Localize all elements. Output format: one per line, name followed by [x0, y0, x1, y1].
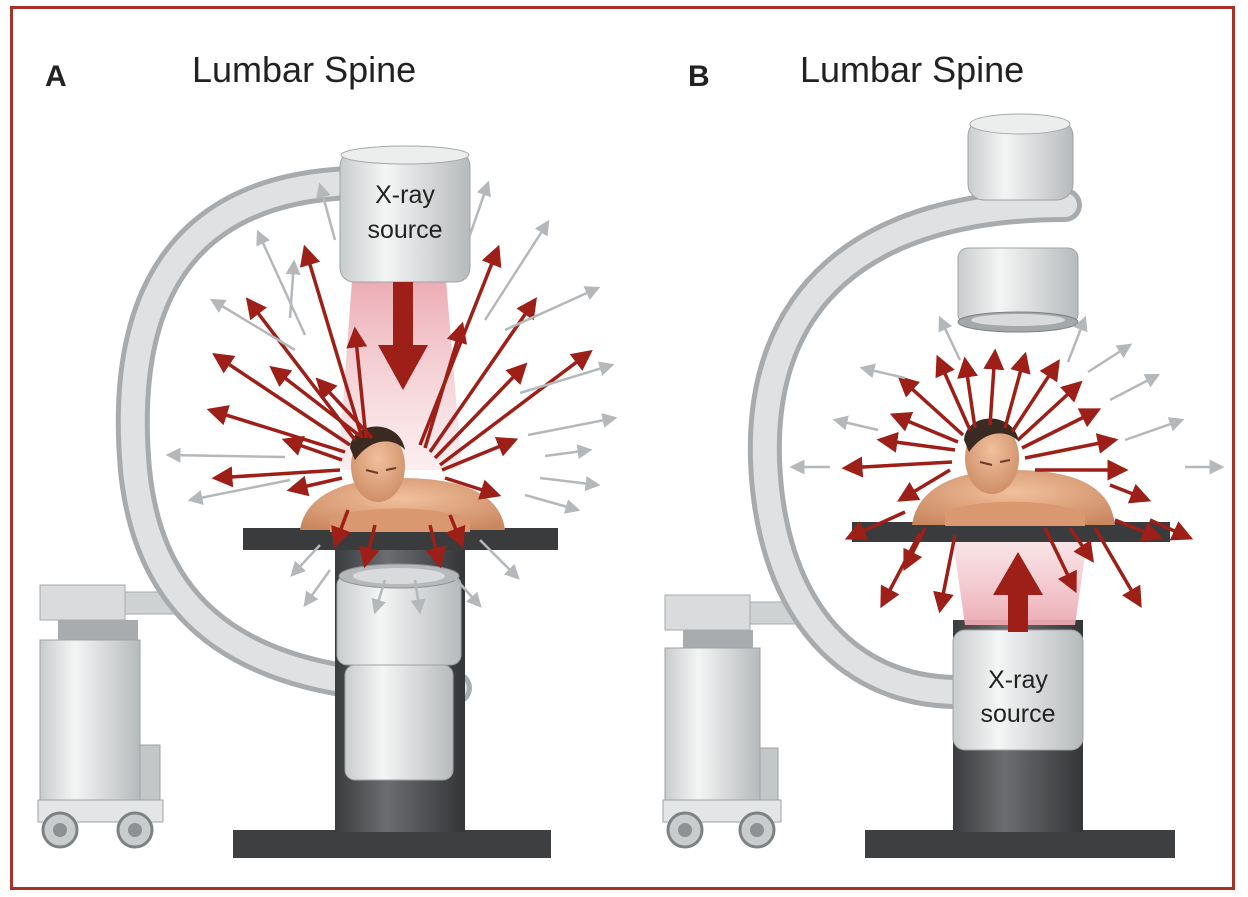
panel-a-floor-base: [233, 830, 551, 858]
panel-b-machine-cart: [663, 595, 810, 847]
panel-b: B Lumbar Spine: [663, 49, 1222, 858]
panel-b-source-label-line1: X-ray: [988, 666, 1048, 694]
panel-a-detector: [337, 564, 461, 780]
panel-a-machine-cart: [38, 585, 195, 847]
panel-a-source-label-line2: source: [367, 216, 442, 244]
panel-b-floor-base: [865, 830, 1175, 858]
panel-a: A Lumbar Spine: [38, 49, 615, 858]
panel-a-source-label-line1: X-ray: [375, 181, 435, 209]
panel-a-title: Lumbar Spine: [192, 49, 416, 90]
panel-a-letter: A: [45, 60, 67, 93]
panel-b-title: Lumbar Spine: [800, 49, 1024, 90]
panel-b-xray-source: X-ray source: [953, 630, 1083, 750]
panel-b-source-label-line2: source: [980, 700, 1055, 728]
panel-a-xray-source: X-ray source: [340, 146, 470, 282]
panel-b-letter: B: [688, 60, 710, 93]
